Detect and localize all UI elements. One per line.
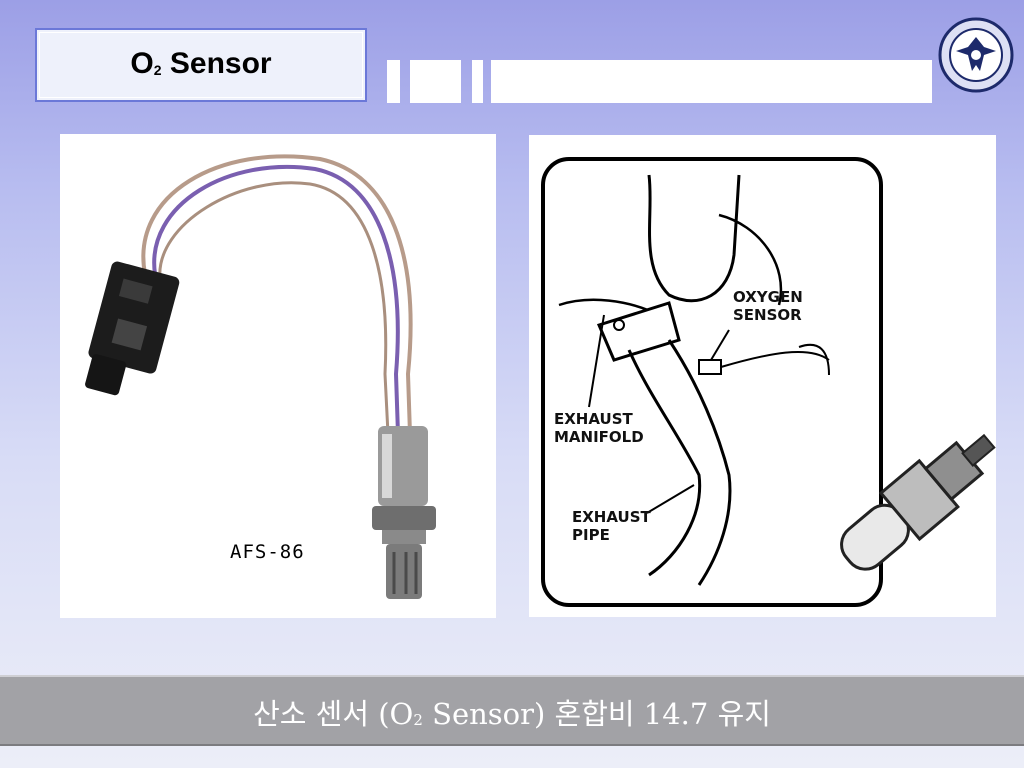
sensor-photo-drawing [85,154,436,599]
label-oxygen-line1: OXYGEN [733,288,803,306]
deco-bar-4 [491,60,932,103]
title-subscript: 2 [153,62,162,78]
caption-prefix: 산소 센서 (O [253,697,414,731]
deco-bar-2 [410,60,461,103]
label-manifold-line2: MANIFOLD [554,428,644,446]
label-exhaust-manifold: EXHAUST MANIFOLD [554,410,644,446]
label-pipe-line2: PIPE [572,526,610,544]
caption-subscript: 2 [413,711,423,729]
caption-text: 산소 센서 (O2 Sensor) 혼합비 14.7 유지 [0,691,1024,733]
title-suffix: Sensor [161,47,272,80]
title-prefix: O [130,47,154,80]
label-pipe-line1: EXHAUST [572,508,651,526]
exhaust-diagram-drawing [541,157,996,607]
caption-bar: 산소 센서 (O2 Sensor) 혼합비 14.7 유지 [0,675,1024,746]
slide-title: O2 Sensor [37,47,365,81]
deco-bar-3 [472,60,483,103]
slide-title-box: O2 Sensor [35,28,367,102]
exhaust-diagram: OXYGEN SENSOR EXHAUST MANIFOLD EXHAUST P… [529,135,996,617]
deco-bar-1 [387,60,400,103]
caption-suffix: Sensor) 혼합비 14.7 유지 [422,697,771,731]
university-seal-logo [938,17,1014,93]
part-number-label: AFS-86 [230,541,305,563]
label-exhaust-pipe: EXHAUST PIPE [572,508,651,544]
label-sensor-line2: SENSOR [733,306,802,324]
sensor-photo [60,134,496,618]
label-oxygen-sensor: OXYGEN SENSOR [733,288,803,324]
label-manifold-line1: EXHAUST [554,410,633,428]
